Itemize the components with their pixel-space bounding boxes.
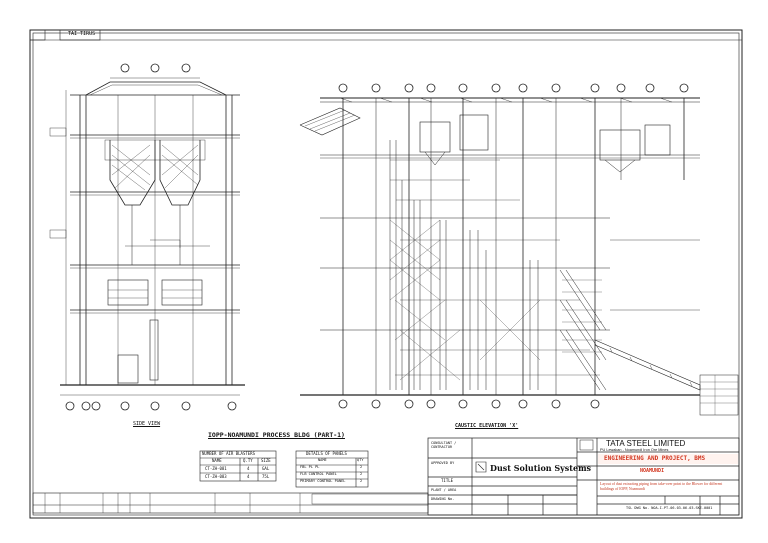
title-left-label: DRAWING No. bbox=[431, 497, 455, 501]
panels-cell: 2 bbox=[360, 472, 363, 476]
blasters-col-size: SIZE bbox=[261, 458, 271, 463]
process-block-title: IOPP-NOAMUNDI PROCESS BLDG (PART-1) bbox=[208, 431, 345, 439]
blasters-col-name: NAME bbox=[212, 458, 222, 463]
title-block-grid bbox=[427, 437, 740, 516]
site-name: NOAMUNDI bbox=[640, 468, 665, 474]
caustic-elevation-building bbox=[299, 83, 739, 416]
side-view-building bbox=[49, 63, 245, 411]
blasters-col-qty: Q.TY bbox=[243, 458, 253, 463]
panels-cell: FLB CONTROL PANEL bbox=[300, 472, 337, 476]
blasters-cell: GAL bbox=[262, 466, 270, 471]
panels-col-name: NAME bbox=[318, 458, 327, 462]
title-left-label: APPROVED BY bbox=[431, 461, 455, 465]
blasters-table-heading: NUMBER OF AIR BLASTERS bbox=[202, 451, 255, 456]
panels-table-grid bbox=[295, 450, 369, 488]
blasters-cell: 75L bbox=[262, 474, 270, 479]
department-name: ENGINEERING AND PROJECT, BMS bbox=[604, 455, 706, 462]
blasters-table-grid bbox=[199, 450, 277, 482]
panels-cell: FBL PL PL bbox=[300, 465, 320, 469]
title-left-label: TITLE bbox=[441, 478, 454, 483]
panels-cell: PRIMARY CONTROL PANEL bbox=[300, 479, 346, 483]
company-sub: PU Lewakan - Noamundi Iron Ore Mines bbox=[600, 448, 669, 452]
caustic-elevation-label: CAUSTIC ELEVATION 'X' bbox=[455, 423, 519, 429]
side-view-label: SIDE VIEW bbox=[133, 421, 161, 427]
blasters-cell: 4 bbox=[247, 474, 250, 479]
revision-strip bbox=[32, 492, 429, 514]
title-left-label: CONSULTANT / CONTRACTOR bbox=[431, 441, 457, 449]
sheet-tag: TAI TIRUS bbox=[68, 31, 96, 37]
panels-table-heading: DETAILS OF PANELS bbox=[306, 451, 347, 456]
panels-col-qty: QTY bbox=[357, 458, 364, 462]
blasters-cell: CT-ZH-081 bbox=[205, 466, 227, 471]
blasters-cell: 4 bbox=[247, 466, 250, 471]
consultant-name: Dust Solution Systems bbox=[490, 463, 592, 473]
drawing-number: TSL DWG No. NOA-I-PT-06-03-06-03-SKE-000… bbox=[626, 506, 713, 510]
panels-cell: 2 bbox=[360, 479, 363, 483]
title-left-label: PLANT / AREA bbox=[431, 488, 457, 492]
drawing-description: Layout of dust extracting piping from ta… bbox=[600, 482, 723, 491]
company-name: TATA STEEL LIMITED bbox=[606, 439, 686, 448]
panels-cell: 2 bbox=[360, 465, 363, 469]
blasters-cell: CT-ZH-083 bbox=[205, 474, 227, 479]
